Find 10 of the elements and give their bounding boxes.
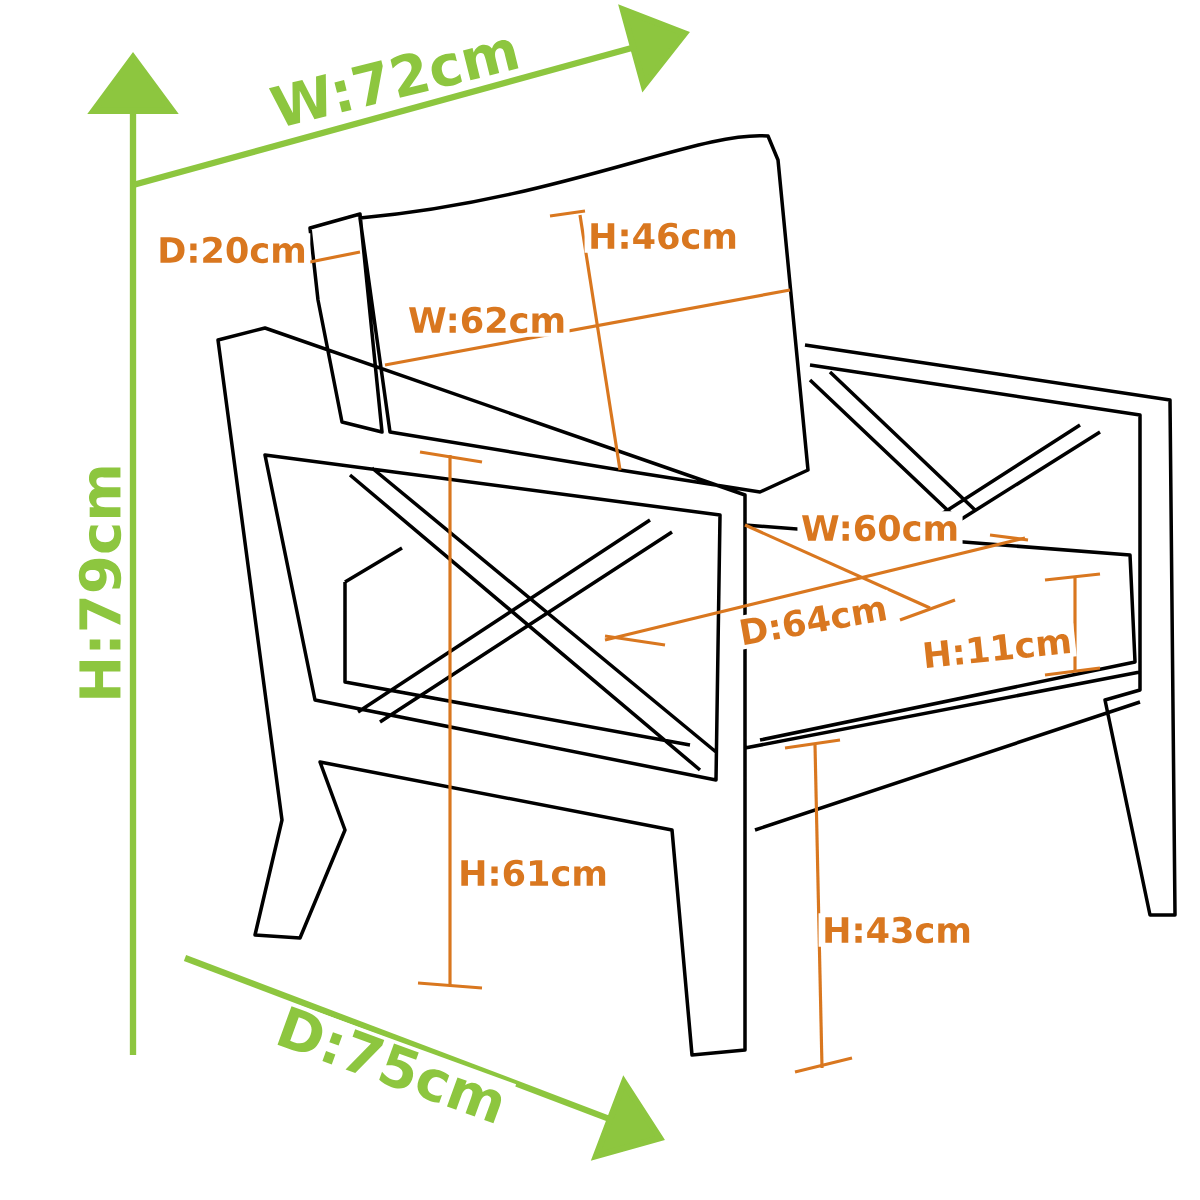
- dimension-label: W:62cm: [404, 303, 570, 337]
- dimension-label: H:43cm: [818, 913, 976, 947]
- dimension-label: H:61cm: [454, 856, 612, 890]
- dimension-label: W:60cm: [797, 511, 963, 545]
- dimension-label: H:79cm: [75, 459, 125, 707]
- dimension-label: W:72cm: [262, 22, 528, 134]
- dimension-label: D:64cm: [732, 589, 894, 651]
- dimension-label: D:20cm: [153, 233, 311, 267]
- dimension-label: H:11cm: [917, 623, 1077, 673]
- dimension-label: H:46cm: [584, 219, 742, 253]
